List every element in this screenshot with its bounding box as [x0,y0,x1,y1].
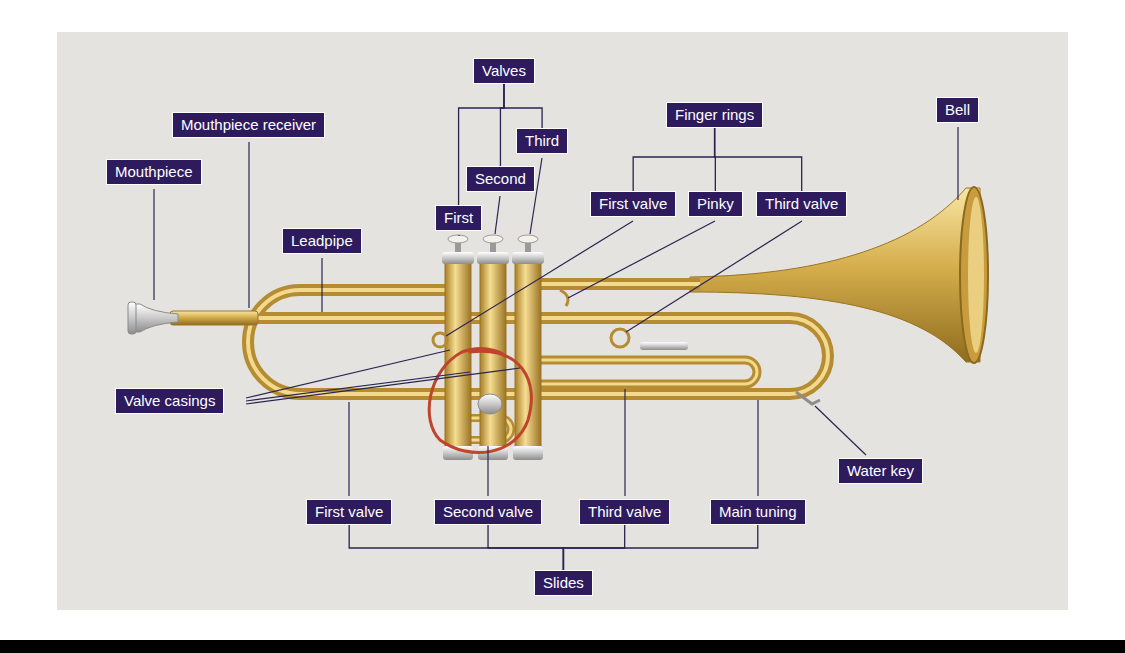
part-label-box: First [435,205,482,231]
part-label: Main tuning [719,503,797,521]
bracket-connector [715,128,802,191]
leader-line [624,389,625,496]
finger-button [518,235,538,243]
part-label-box: Bell [936,97,979,123]
part-label-box: Leadpipe [282,228,362,254]
water-key-shape [796,392,820,404]
top-cap [512,252,544,264]
part-label: Third [525,132,559,150]
slide-stop [640,342,688,350]
part-label-box: Third valve [756,191,847,217]
part-label-box: First valve [590,191,676,217]
part-label: Water key [847,462,914,480]
leader-line [757,400,758,496]
bell-inside [968,197,984,353]
bracket-connector [504,84,542,128]
finger-button [448,235,468,243]
part-label-box: Mouthpiece [106,159,202,185]
bracket-connector [563,525,757,570]
part-label: Bell [945,101,970,119]
part-label: Slides [543,574,584,592]
tube-highlight [540,360,757,384]
part-label: First valve [315,503,383,521]
part-label: Third valve [765,195,838,213]
part-label-box: Mouthpiece receiver [172,112,325,138]
top-cap [477,252,509,264]
leader-line [815,406,866,455]
part-label: Mouthpiece receiver [181,116,316,134]
third-slide-tube [540,360,757,384]
bell-tube [535,278,700,290]
leader-line [957,127,958,200]
part-label: Valve casings [124,392,215,410]
part-label: Finger rings [675,106,754,124]
part-label-box: Third valve [579,499,670,525]
finger-ring [433,333,447,347]
part-label: Leadpipe [291,232,353,250]
leader-line [458,235,459,236]
bottom-bar [0,640,1125,653]
part-label-box: Second [466,166,535,192]
part-label-box: Pinky [688,191,743,217]
part-label-box: Valve casings [115,388,224,414]
leader-line [626,221,802,332]
bracket-connector [349,525,563,570]
part-label: Second valve [443,503,533,521]
part-label: Mouthpiece [115,163,193,181]
background-panel [57,32,1068,610]
part-label: Valves [482,62,526,80]
valve-guide [478,394,502,414]
part-label-box: Second valve [434,499,542,525]
part-label-box: Main tuning [710,499,806,525]
finger-button [483,235,503,243]
part-label-box: First valve [306,499,392,525]
pinky-hook [560,290,568,306]
bracket-connector [488,525,563,570]
tube-highlight [535,282,700,286]
bracket-connector [633,128,714,191]
part-label: First [444,209,473,227]
leader-line [568,221,715,298]
part-label-box: Finger rings [666,102,763,128]
part-label-box: Third [516,128,568,154]
part-label-box: Water key [838,458,923,484]
leader-line [153,189,154,300]
leader-line [248,142,249,308]
annotation-circle [429,349,531,453]
part-label: Second [475,170,526,188]
mouthpiece-shape [134,304,178,332]
leader-line [348,402,349,496]
part-label-box: Slides [534,570,593,596]
top-cap [442,252,474,264]
bottom-cap [513,446,543,460]
leader-line [246,368,520,404]
part-label: Pinky [697,195,734,213]
part-label-box: Valves [473,58,535,84]
part-label: First valve [599,195,667,213]
receiver-shape [170,311,258,325]
bell-rim [960,187,988,363]
leader-line [321,258,322,312]
leader-line [487,446,488,496]
part-label: Third valve [588,503,661,521]
leader-line [246,372,470,401]
leader-line [495,196,500,234]
mouthpiece-rim [128,302,136,334]
